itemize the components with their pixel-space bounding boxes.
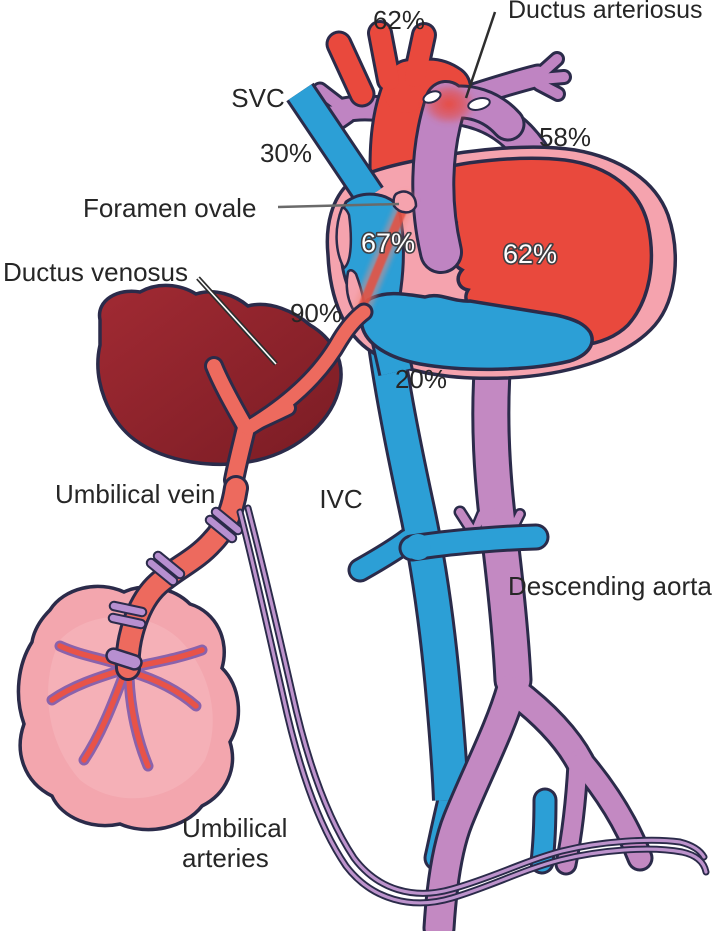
band2b [147,559,177,585]
left-common-iliac [425,674,526,931]
aorta-neck-branch2 [370,23,399,90]
pv-down-left [81,671,127,763]
foramen-ovale-flap [392,190,418,214]
cord-spiral-bands [107,506,244,630]
umbilical-artery-b [246,506,706,895]
label-umbilical-arteries-line1: Umbilical [182,813,287,843]
arch-opening-left-icon [422,90,442,104]
ivc-crossing-arm [398,523,550,562]
ductus-arteriosus-pointer [464,11,497,99]
label-ivc: IVC [319,484,362,514]
aorta-neck-branch3 [405,25,434,87]
pct-descending-arch: 58% [539,122,591,152]
label-umbilical-arteries-line2: arteries [182,843,269,873]
umbilical-arteries-vessels [236,504,710,907]
superior-vena-cava [286,82,384,206]
atrium-flap-upper [335,206,353,270]
label-descending-aorta: Descending aorta [508,571,712,601]
ductus-venosus-tube [241,305,371,435]
right-ventricle [359,291,594,372]
pv-down-right [126,673,151,769]
band2a [154,552,184,578]
band1a [212,508,242,534]
pct-ivc-lower-flow: 20% [395,364,447,394]
rpa-branch2 [536,72,569,84]
pct-aortic-arch-top: 62% [373,5,425,35]
placenta-hub-wrap [105,647,143,671]
foramen-ovale-pointer [277,202,400,209]
ivc-tube [365,303,467,801]
pct-foramen-flow: 67% [361,228,415,258]
ivc-junction-patch [405,534,431,560]
label-umbilical-vein: Umbilical vein [55,479,215,509]
pct-ductus-venosus-flow: 90% [290,298,342,328]
label-svc: SVC [231,83,284,113]
pct-svc-flow: 30% [260,138,312,168]
band1b [206,516,236,542]
label-ductus-venosus: Ductus venosus [3,257,188,287]
pct-left-ventricle: 62% [503,239,557,269]
dv-pointer-inner [197,277,277,365]
svc-tube [288,84,382,204]
ductus-venosus-pointer [196,276,278,366]
label-foramen-ovale: Foramen ovale [83,193,256,223]
rpa-branch1 [533,54,562,81]
rpa-branch3 [534,79,563,99]
band3a [110,602,146,616]
band3b [109,614,145,628]
arch-opening-right-icon [467,97,491,111]
aorta-neck-branch1 [328,33,373,105]
umbilical-artery-a [238,510,708,905]
label-ductus-arteriosus: Ductus arteriosus [508,0,703,24]
pv-left-down [49,667,125,703]
